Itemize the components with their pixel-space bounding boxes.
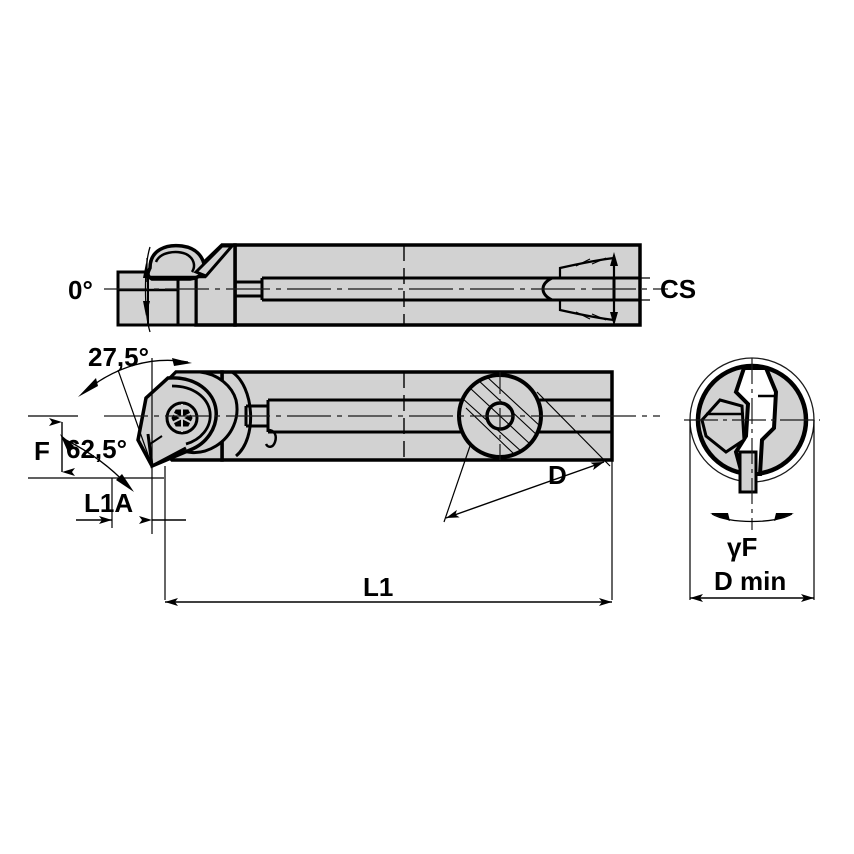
dim-d-min-label: D min — [714, 566, 786, 596]
d-dim-ext-line-right — [536, 391, 611, 467]
side-view-screw-torx-lobes — [169, 404, 195, 432]
dim-l1a-label: L1A — [84, 488, 133, 518]
dim-gamma-f-label: γF — [727, 532, 757, 562]
dim-d-label: D — [548, 460, 567, 490]
angle-275-arrow-right — [172, 358, 192, 366]
zero-angle-arrow-lower — [143, 301, 150, 316]
side-view: D 27,5° 62,5° F L1A L1 — [28, 342, 660, 606]
gammaf-arrow-left — [710, 513, 730, 521]
end-view: γF D min — [684, 357, 820, 602]
top-view-insert — [146, 243, 207, 281]
zero-angle-arc — [144, 246, 151, 333]
gammaf-arc — [711, 513, 793, 523]
top-view-insert-chipbreaker — [154, 250, 196, 273]
angle-lead-label: 27,5° — [88, 342, 149, 372]
d-dim-line — [445, 461, 605, 519]
side-view-head-sweep — [231, 370, 253, 458]
end-view-clamp-shaft — [738, 450, 758, 494]
dim-cs-label: CS — [660, 274, 696, 304]
gammaf-arrow-right — [774, 513, 794, 521]
dim-l1-label: L1 — [363, 572, 393, 602]
angle-secondary-label: 62,5° — [66, 434, 127, 464]
top-view: 0° CS — [68, 243, 696, 333]
angle-275-arrow-left — [78, 378, 98, 397]
zero-angle-arrow-upper — [143, 263, 150, 278]
dim-f-label: F — [34, 436, 50, 466]
side-view-insert-chipbreaker — [171, 384, 212, 446]
top-view-coolant-cone-lower — [558, 298, 616, 322]
angle-275-leader-a — [117, 369, 153, 467]
cs-arrow-top — [610, 252, 618, 266]
top-view-cone-hatching — [575, 257, 607, 321]
top-view-clamp-arm — [193, 244, 236, 278]
angle-zero-label: 0° — [68, 275, 93, 305]
top-view-coolant-cone-upper — [558, 256, 616, 280]
cs-arrow-bottom — [610, 312, 618, 326]
